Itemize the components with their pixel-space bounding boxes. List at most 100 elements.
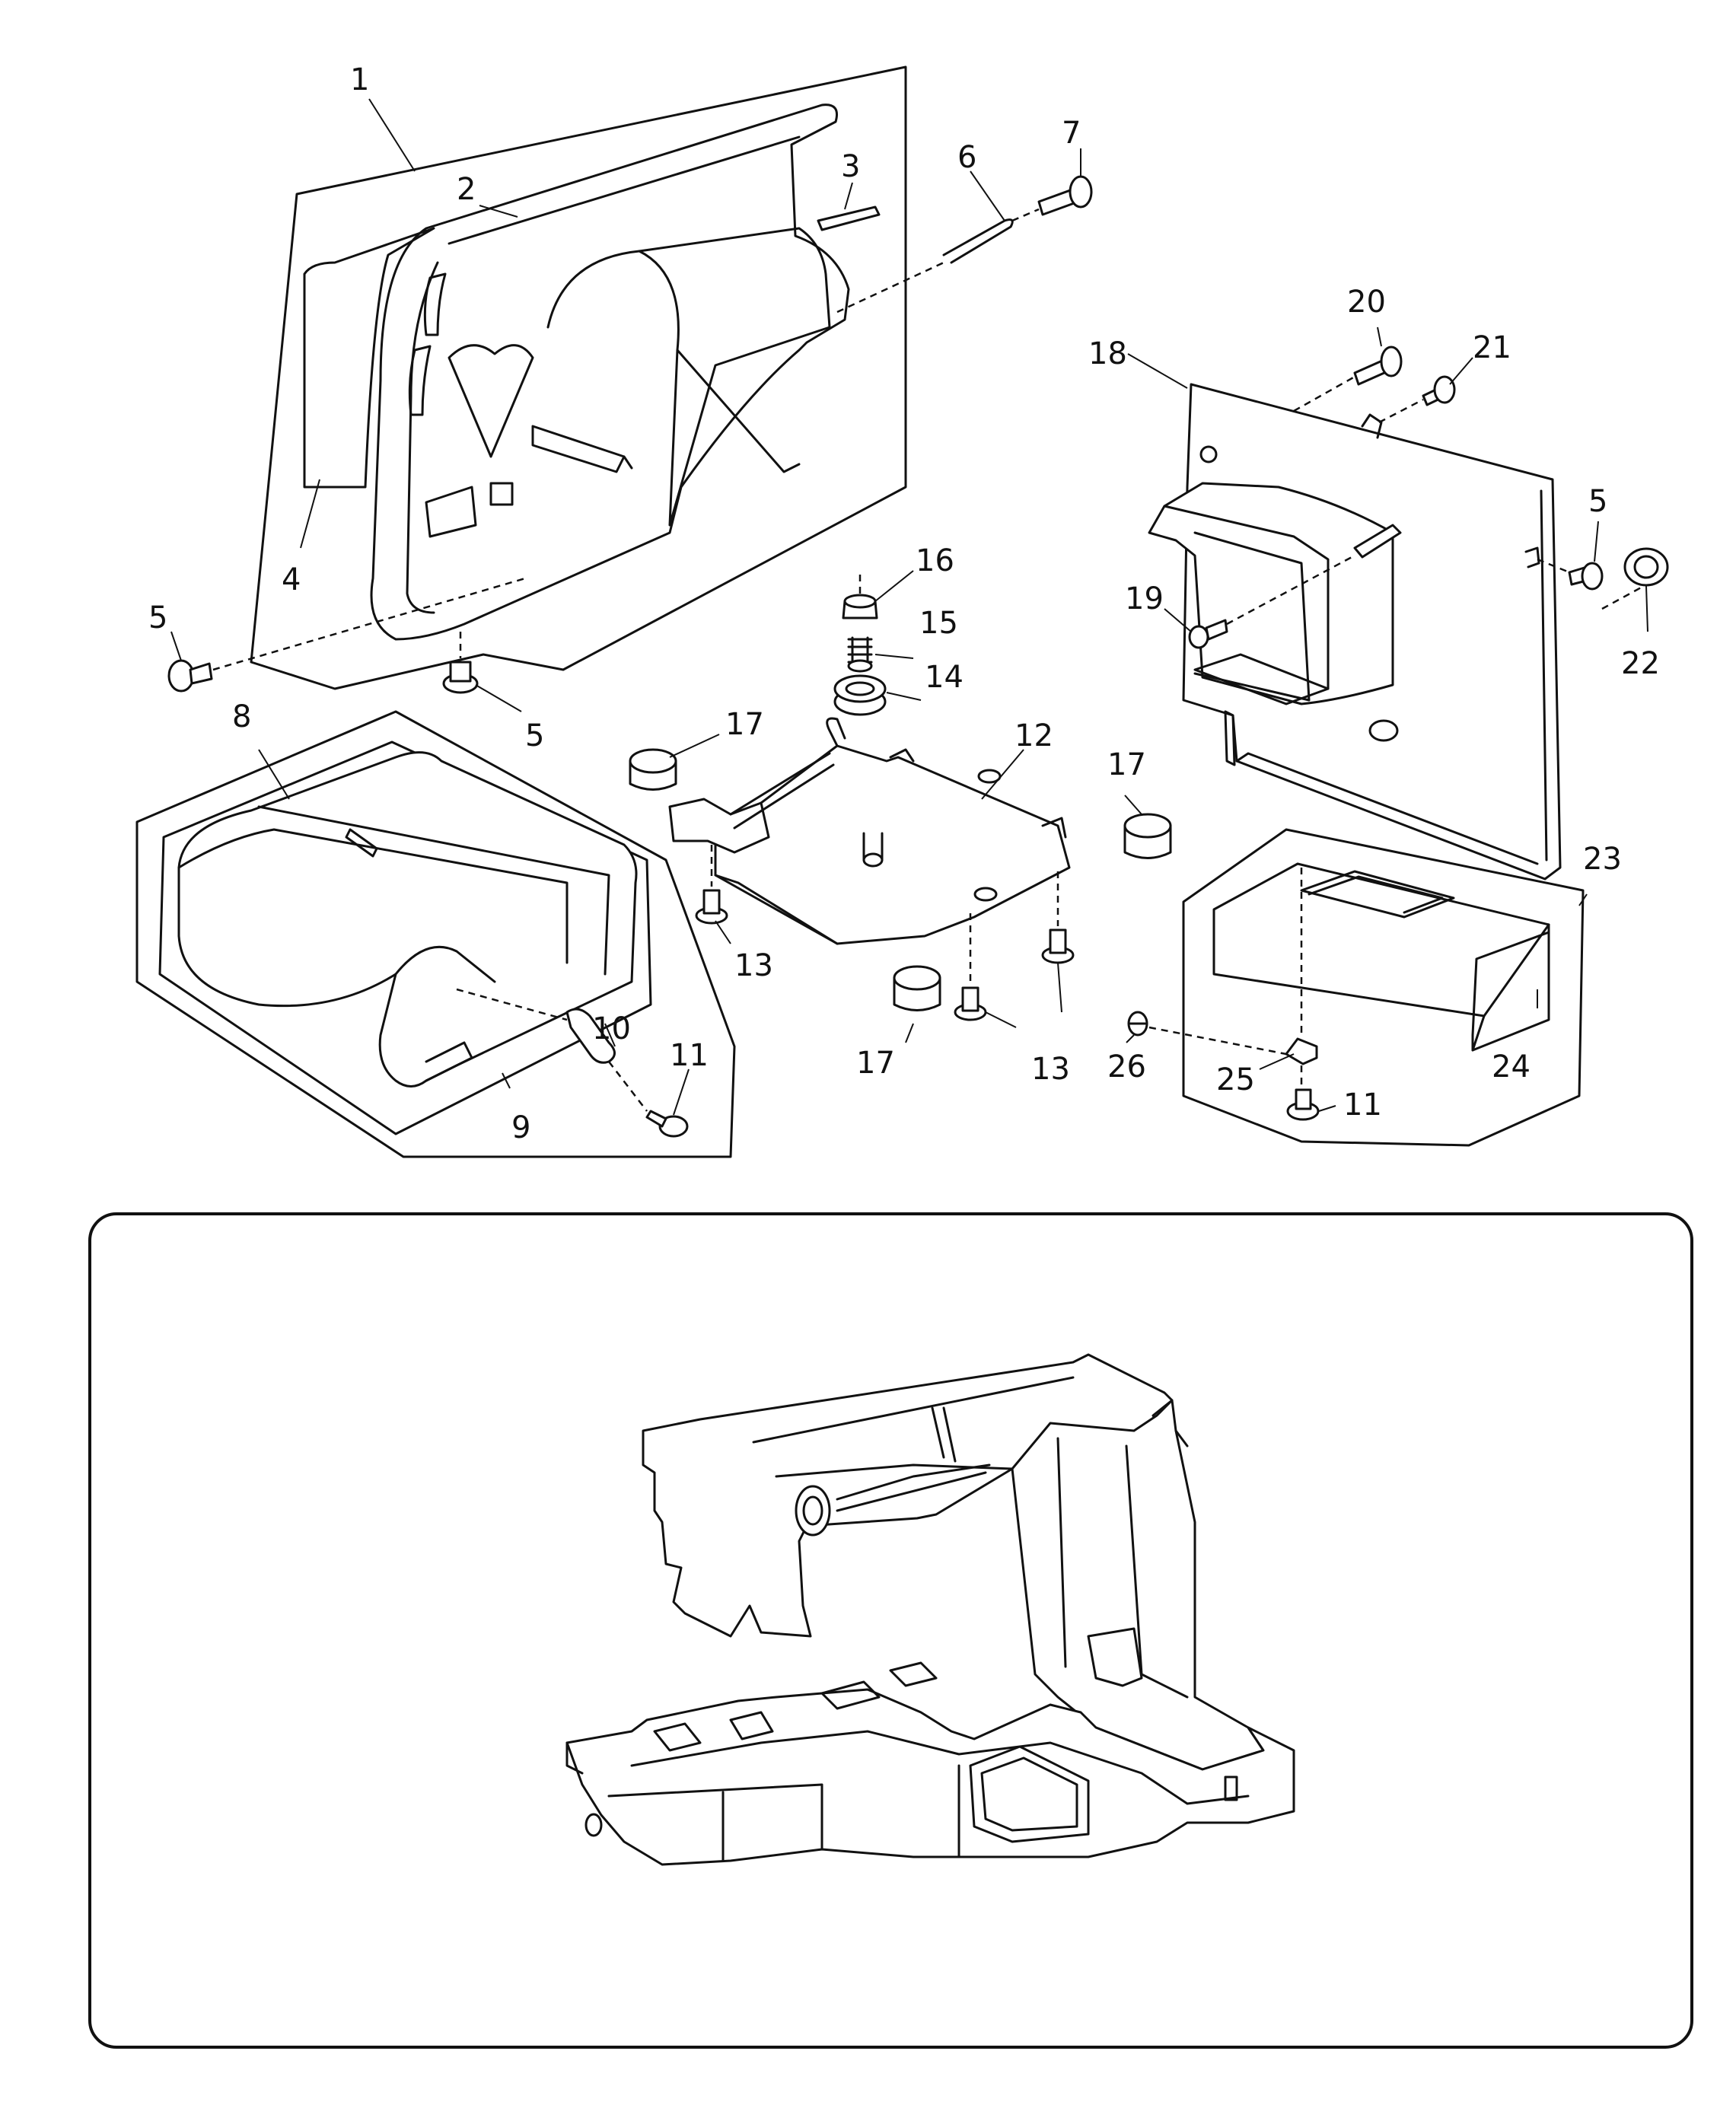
rear-cover-round-hole bbox=[1368, 719, 1399, 742]
label-20: 20 bbox=[1347, 285, 1386, 320]
base-plate-arm bbox=[729, 752, 835, 830]
chassis-base-window-2 bbox=[889, 1661, 938, 1687]
label-12: 12 bbox=[1015, 718, 1053, 753]
chassis-base-hole bbox=[585, 1813, 603, 1837]
chassis-base-pocket bbox=[969, 1745, 1090, 1843]
chassis-base-front-face bbox=[607, 1764, 960, 1862]
rear-cover-peg bbox=[1353, 524, 1402, 559]
chassis-base-window-1 bbox=[820, 1680, 881, 1710]
dash-line-11-left bbox=[608, 1061, 648, 1112]
chassis-frame-box bbox=[88, 1212, 1693, 2049]
free-arm-cover-side bbox=[1471, 923, 1550, 1052]
dash-line-21 bbox=[1378, 398, 1424, 424]
free-arm-cover-group bbox=[1127, 828, 1585, 1147]
front-cover-tunnel bbox=[546, 227, 831, 527]
base-plate-group bbox=[629, 575, 1172, 1021]
chassis-base-pocket-inner bbox=[980, 1756, 1078, 1832]
lower-left-outline-panel bbox=[135, 710, 736, 1158]
rear-cover-boss bbox=[1199, 445, 1218, 463]
label-17-bottom: 17 bbox=[856, 1046, 895, 1081]
label-8: 8 bbox=[232, 699, 251, 734]
label-5-bottom: 5 bbox=[525, 718, 544, 753]
window-panel bbox=[303, 227, 435, 489]
chassis-column-inner bbox=[1056, 1429, 1189, 1699]
base-plate-tab-right bbox=[1041, 817, 1067, 839]
label-14: 14 bbox=[925, 660, 964, 695]
dash-line-5-left bbox=[212, 577, 526, 671]
label-3: 3 bbox=[841, 149, 860, 184]
nut-16-icon bbox=[842, 594, 878, 619]
screw-7-icon bbox=[1037, 175, 1093, 216]
label-11-right: 11 bbox=[1343, 1088, 1382, 1123]
bed-cover-body bbox=[177, 751, 638, 1088]
base-plate-hole-2 bbox=[977, 769, 1002, 784]
label-1: 1 bbox=[350, 62, 369, 97]
label-24: 24 bbox=[1492, 1049, 1531, 1084]
dash-line-7 bbox=[836, 208, 1040, 314]
screw-11-right-icon bbox=[1286, 1088, 1320, 1121]
screw-20-icon bbox=[1353, 346, 1403, 386]
chassis-shaft-boss bbox=[795, 1485, 831, 1537]
free-arm-cover-top-window-inner bbox=[1308, 875, 1444, 914]
rear-cover-tunnel bbox=[1148, 482, 1394, 705]
label-4: 4 bbox=[282, 562, 301, 597]
label-11-left: 11 bbox=[670, 1038, 709, 1073]
label-17-left: 17 bbox=[725, 707, 764, 742]
dash-line-26 bbox=[1148, 1026, 1287, 1056]
small-plate bbox=[817, 205, 881, 231]
base-plate-tab-left bbox=[889, 748, 915, 763]
spring-15-icon bbox=[847, 636, 873, 673]
front-cover-slot-upper bbox=[423, 272, 447, 336]
bed-cover-inner bbox=[177, 805, 610, 976]
front-cover-body bbox=[370, 104, 850, 641]
dash-line-20 bbox=[1293, 375, 1355, 412]
chassis-upper-arm bbox=[642, 1353, 1174, 1638]
screw-26-icon bbox=[1127, 1011, 1148, 1037]
bed-cover-pin bbox=[345, 828, 378, 858]
cap-22-icon bbox=[1623, 547, 1669, 587]
lever-part bbox=[565, 1008, 616, 1064]
screw-21-icon bbox=[1422, 375, 1456, 406]
chassis-column bbox=[1011, 1399, 1265, 1771]
base-plate-boss bbox=[862, 852, 884, 868]
chassis-base bbox=[565, 1688, 1295, 1866]
front-cover-heart-window bbox=[448, 344, 534, 458]
screw-13-right-icon bbox=[1041, 928, 1075, 964]
rear-cover-inner-edge bbox=[1235, 489, 1548, 865]
chassis-base-top-edge bbox=[630, 1730, 1250, 1805]
front-cover-square-hole bbox=[489, 482, 514, 506]
front-cover-group bbox=[167, 65, 1093, 694]
chassis-column-bracket bbox=[1087, 1627, 1143, 1687]
base-plate bbox=[714, 744, 1071, 945]
screw-11-left-icon bbox=[645, 1110, 689, 1138]
label-2: 2 bbox=[457, 172, 476, 207]
front-cover-slot-lower bbox=[408, 345, 432, 416]
screw-19-icon bbox=[1188, 619, 1228, 649]
rear-cover-top-tab bbox=[1361, 413, 1383, 439]
chassis-upper-rib bbox=[836, 1406, 991, 1512]
chassis-shaft-boss-inner bbox=[802, 1495, 823, 1526]
screw-5-right-icon bbox=[1568, 562, 1604, 591]
label-22: 22 bbox=[1621, 646, 1660, 681]
rear-cover-shelf bbox=[1193, 653, 1330, 705]
screw-5-bottom-icon bbox=[442, 661, 479, 694]
label-21: 21 bbox=[1473, 330, 1511, 365]
screw-13-left-icon bbox=[695, 889, 728, 925]
label-13-right: 13 bbox=[1031, 1052, 1070, 1087]
screw-13-mid-icon bbox=[954, 986, 987, 1021]
leader-lines bbox=[170, 98, 1648, 1116]
front-cover-bracket bbox=[531, 425, 633, 473]
rear-cover-group bbox=[1148, 346, 1669, 881]
label-23: 23 bbox=[1583, 842, 1622, 877]
base-plate-boss-side bbox=[862, 832, 884, 861]
label-5-left: 5 bbox=[148, 600, 167, 635]
base-plate-hole bbox=[973, 887, 998, 902]
label-7: 7 bbox=[1062, 116, 1081, 151]
foot-17-bottom-icon bbox=[893, 965, 941, 1011]
dash-line-5-right bbox=[1537, 558, 1645, 610]
label-16: 16 bbox=[916, 543, 954, 578]
rear-cover-latch bbox=[1224, 546, 1540, 766]
free-arm-outline-panel bbox=[1182, 828, 1585, 1147]
label-10: 10 bbox=[592, 1011, 631, 1046]
